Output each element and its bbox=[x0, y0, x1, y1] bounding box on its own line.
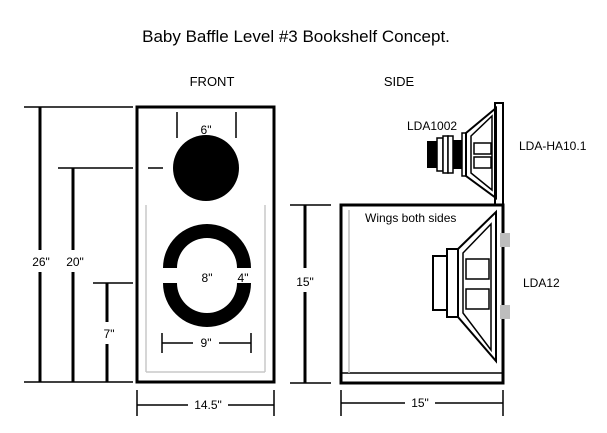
ring-outer-label: 8" bbox=[202, 271, 213, 285]
woofer-mount-top bbox=[500, 233, 510, 247]
height-total-label: 26" bbox=[32, 255, 50, 269]
horn-window-top bbox=[473, 142, 492, 155]
tweeter-cutout-label: 6" bbox=[201, 123, 212, 137]
horn-body bbox=[465, 105, 497, 200]
tweeter-model-label: LDA1002 bbox=[407, 119, 457, 133]
front-view: 6" 8" 4" 9" 26" 20" 7" 14. bbox=[24, 105, 276, 416]
side-view: LDA1002 LDA-HA10.1 LDA12 Wings both side… bbox=[290, 102, 587, 416]
wings-note-label: Wings both sides bbox=[365, 211, 456, 225]
woofer-basket-inner bbox=[462, 222, 492, 353]
horn-outer bbox=[465, 105, 497, 200]
woofer-basket-outer bbox=[457, 209, 497, 364]
woofer-cutout-label: 9" bbox=[201, 336, 212, 350]
woofer-magnet-plate bbox=[446, 248, 459, 318]
tweeter-driver bbox=[427, 132, 467, 177]
woofer-ring-top bbox=[163, 224, 251, 268]
woofer-model-label: LDA12 bbox=[523, 276, 560, 290]
horn-inner bbox=[470, 114, 493, 192]
tweeter-magnet-ring-1 bbox=[436, 137, 444, 172]
woofer-ring-bottom bbox=[163, 283, 251, 327]
tweeter-magnet-back bbox=[427, 141, 437, 168]
side-view-heading: SIDE bbox=[384, 74, 415, 89]
woofer-window-bottom bbox=[465, 288, 490, 310]
side-height-label: 15" bbox=[296, 275, 314, 289]
side-width-label: 15" bbox=[411, 396, 429, 410]
tweeter-throat bbox=[453, 140, 462, 169]
woofer-window-top bbox=[465, 258, 490, 280]
woofer-driver bbox=[432, 209, 510, 364]
height-mid-label: 20" bbox=[66, 255, 84, 269]
height-low-label: 7" bbox=[104, 327, 115, 341]
width-front-label: 14.5" bbox=[194, 398, 222, 412]
woofer-magnet bbox=[432, 255, 448, 311]
ring-inner-label: 4" bbox=[238, 271, 249, 285]
tweeter-cutout-circle bbox=[173, 135, 239, 201]
woofer-mount-bottom bbox=[500, 305, 510, 319]
front-view-heading: FRONT bbox=[190, 74, 235, 89]
drawing-title: Baby Baffle Level #3 Bookshelf Concept. bbox=[142, 27, 450, 46]
horn-window-bottom bbox=[473, 156, 492, 169]
tweeter-magnet-ring-3 bbox=[447, 135, 454, 174]
horn-model-label: LDA-HA10.1 bbox=[519, 139, 587, 153]
side-cabinet-outline bbox=[339, 203, 505, 385]
front-cabinet-outline bbox=[135, 105, 276, 384]
